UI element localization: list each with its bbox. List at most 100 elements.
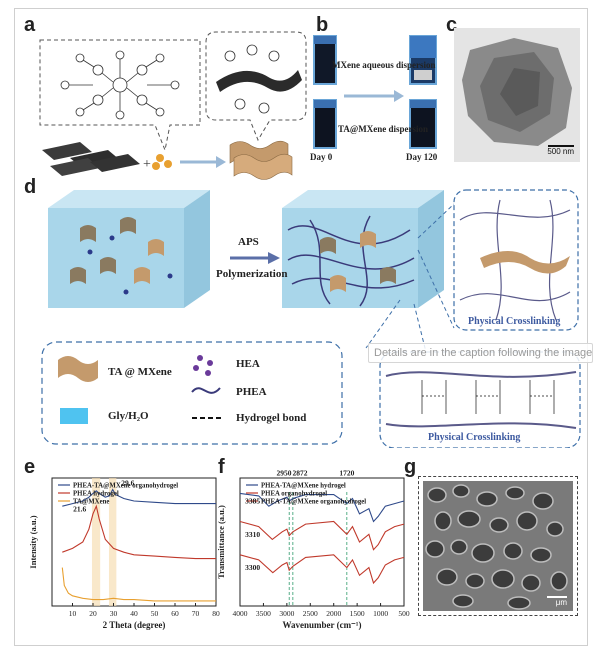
ta-mxene-stack	[229, 140, 293, 180]
sem-pore	[452, 594, 474, 608]
sem-pore	[465, 573, 485, 589]
y-axis-label: Intensity (a.u.)	[28, 515, 38, 568]
x-tick-label: 20	[89, 609, 97, 618]
ta-dots	[152, 154, 172, 170]
panel-b-vials	[313, 35, 437, 149]
x-tick-label: 60	[171, 609, 179, 618]
tannic-acid-molecule	[60, 50, 180, 120]
sem-pore	[450, 539, 468, 555]
panel-label-g: g	[404, 456, 417, 478]
sem-pore	[532, 492, 554, 510]
panel-a-schematic: +	[39, 31, 307, 180]
peak-annotation: 3310	[245, 530, 260, 539]
sem-pore	[530, 547, 552, 563]
legend-gly: Gly/H₂O	[108, 410, 149, 422]
x-axis-label: 2 Theta (degree)	[103, 620, 166, 630]
vial-day0-mxene	[313, 35, 337, 85]
label-day0: Day 0	[310, 152, 333, 162]
peak-annotation: 29.6	[121, 479, 134, 488]
sem-pore	[516, 511, 538, 531]
sem-pore	[471, 543, 495, 563]
x-tick-label: 3500	[256, 609, 271, 618]
series-line-1	[62, 504, 216, 560]
x-tick-label: 2000	[326, 609, 341, 618]
legend-gly-swatch	[60, 408, 88, 424]
panel-g-sem-image: μm	[423, 481, 573, 611]
series-line-0	[239, 492, 405, 523]
panel-label-a: a	[24, 14, 36, 36]
sem-pore	[507, 596, 531, 610]
legend-entry: PHEA hydrogel	[73, 491, 119, 498]
x-tick-label: 30	[110, 609, 118, 618]
legend-ta-mxene: TA @ MXene	[108, 366, 172, 378]
sem-pore	[503, 542, 523, 560]
peak-annotation: 21.6	[73, 504, 86, 513]
panel-label-d: d	[24, 176, 37, 198]
legend-phea-swatch	[191, 387, 221, 394]
legend-entry: PHEA-TA@MXene organohydrogel	[73, 483, 178, 490]
highlight-band-0	[91, 478, 101, 606]
x-axis-label: Wavenumber (cm⁻¹)	[282, 620, 361, 630]
sem-pore	[546, 521, 564, 537]
plot-frame	[239, 477, 405, 607]
legend-box	[41, 341, 343, 445]
cube-after	[282, 190, 444, 308]
legend-hbond: Hydrogel bond	[236, 412, 307, 424]
label-ta-dispersion: TA@MXene dispersion	[338, 124, 428, 134]
sem-pore	[457, 510, 481, 528]
sem-pore	[425, 540, 445, 558]
sem-pore	[436, 568, 458, 586]
panel-label-e: e	[24, 456, 36, 478]
legend-entry: TA@MXene	[73, 499, 109, 506]
mxene-sheet-zoom	[216, 70, 302, 92]
label-aps: APS	[238, 236, 259, 248]
label-physical-crosslinking-2: Physical Crosslinking	[428, 432, 521, 443]
peak-annotation: 2872	[292, 468, 307, 477]
sem-scalebar: μm	[547, 596, 567, 607]
sem-pore	[505, 486, 525, 500]
panel-label-b: b	[316, 14, 329, 36]
peak-annotation: 3300	[245, 563, 260, 572]
label-day120: Day 120	[406, 152, 438, 162]
series-line-0	[62, 488, 216, 507]
legend-entry: PHEA-TA@MXene organohydrogel	[261, 499, 366, 506]
caption-tooltip[interactable]: Details are in the caption following the…	[368, 343, 593, 363]
sem-pore	[489, 517, 509, 533]
label-physical-crosslinking-1: Physical Crosslinking	[468, 316, 561, 327]
highlight-band-1	[108, 478, 117, 606]
x-tick-label: 80	[212, 609, 220, 618]
panel-g-frame: μm	[418, 476, 578, 616]
panel-label-c: c	[446, 14, 458, 36]
vial-day120-mxene	[409, 35, 437, 85]
panel-c-tem-image: 500 nm	[454, 28, 580, 162]
label-polymerization: Polymerization	[216, 268, 288, 280]
legend-hea-swatch	[193, 355, 213, 376]
peak-annotation: 3385	[245, 497, 260, 506]
peak-annotation: 2950	[277, 468, 292, 477]
x-tick-label: 1500	[350, 609, 365, 618]
sem-pore	[550, 571, 568, 591]
series-line-2	[239, 554, 405, 585]
sem-pore	[452, 484, 470, 498]
y-axis-label: Transmittance (a.u.)	[216, 505, 226, 579]
x-tick-label: 1000	[373, 609, 388, 618]
legend-entry: PHEA-TA@MXene hydrogel	[261, 483, 346, 490]
sem-pore	[434, 511, 452, 531]
x-tick-label: 40	[130, 609, 138, 618]
label-mxene-dispersion: MXene aqueous dispersion	[332, 60, 436, 70]
cube-before	[48, 190, 210, 308]
panel-label-f: f	[218, 456, 225, 478]
legend-phea: PHEA	[236, 386, 267, 398]
vial-day120-ta	[409, 99, 437, 149]
mxene-sheets	[42, 142, 140, 176]
svg-text:+: +	[143, 157, 151, 172]
sem-pore	[476, 491, 498, 507]
series-line-2	[61, 567, 216, 602]
x-tick-label: 2500	[303, 609, 318, 618]
legend-entry: PHEA organohydrogel	[261, 491, 327, 498]
x-tick-label: 50	[151, 609, 159, 618]
sem-pore	[427, 487, 447, 503]
legend-hea: HEA	[236, 358, 260, 370]
